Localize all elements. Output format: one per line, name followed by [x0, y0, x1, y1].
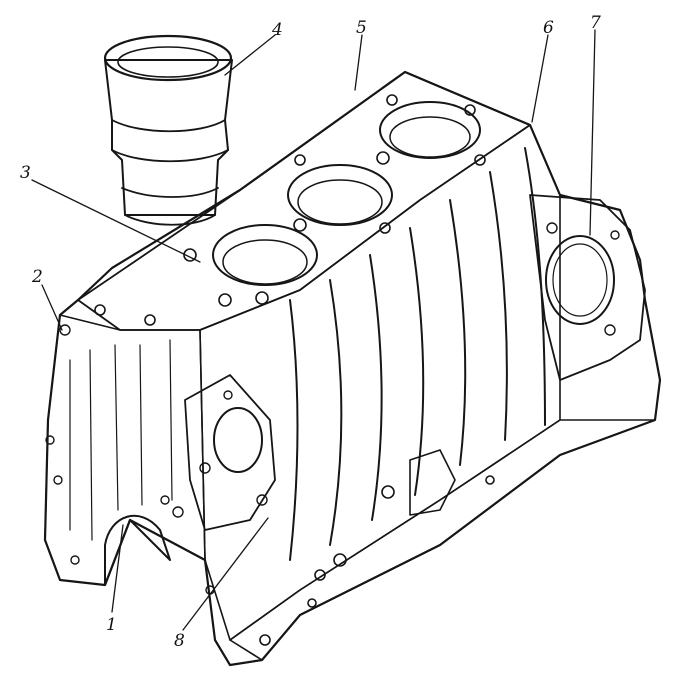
crankshaft-cutout: [104, 514, 171, 586]
front-bearing-housing: [172, 374, 276, 531]
label-1: 1: [106, 615, 117, 635]
cylinder-bores: [212, 101, 481, 286]
label-5: 5: [356, 18, 367, 38]
cylinder-block: [43, 70, 662, 667]
leader-2: [41, 284, 63, 331]
label-4: 4: [271, 20, 283, 40]
label-8: 8: [174, 631, 185, 651]
label-2: 2: [31, 267, 43, 287]
callout-labels: 1 2 3 4 5 6 7 8: [20, 13, 601, 651]
cylinder-liner: [103, 34, 233, 226]
oil-pan-flange: [229, 419, 656, 661]
leader-1: [111, 524, 124, 613]
main-bearing-bosses: [259, 449, 495, 646]
front-face: [44, 314, 206, 586]
head-bolt-holes: [94, 94, 486, 326]
leader-3: [31, 179, 201, 263]
front-shading: [69, 339, 173, 541]
leader-5: [354, 34, 363, 91]
leader-lines: [31, 29, 596, 631]
leader-7: [589, 29, 596, 236]
rear-flange: [529, 194, 646, 381]
leader-6: [531, 34, 549, 123]
leader-8: [182, 517, 269, 631]
leader-4: [224, 34, 276, 76]
side-ribs: [289, 147, 546, 561]
label-7: 7: [590, 13, 601, 33]
label-3: 3: [20, 163, 31, 183]
label-6: 6: [543, 18, 554, 38]
